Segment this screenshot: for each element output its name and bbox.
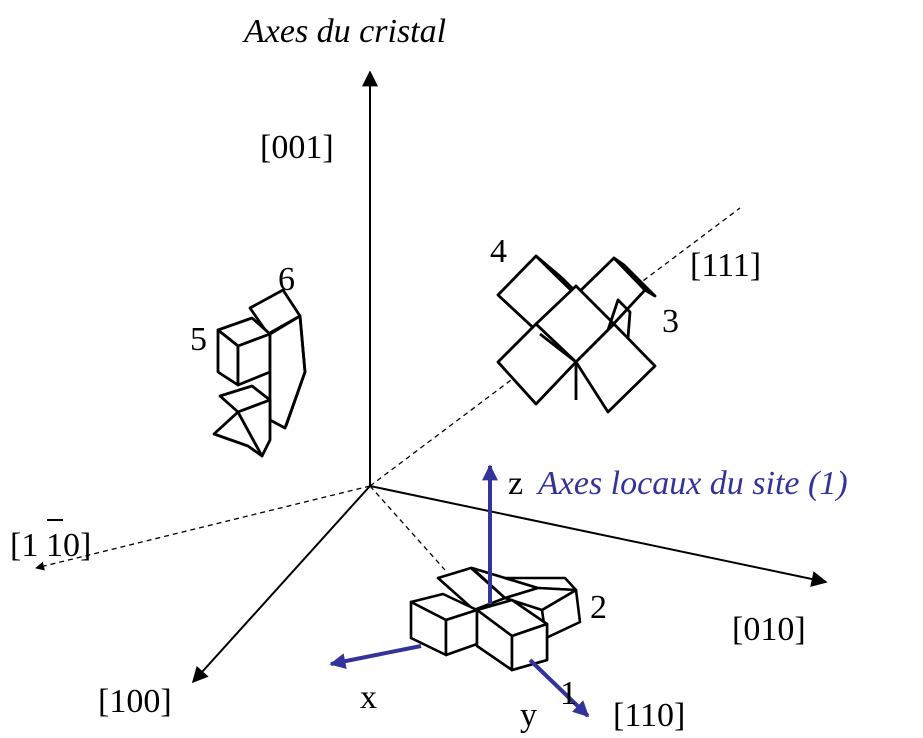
site-label-6: 6 [278,261,295,298]
axis-label-111: [111] [690,247,761,284]
site-1-cross [409,566,582,672]
diagram-title: Axes du cristal [242,13,446,50]
local-axes [329,464,590,718]
local-axis-label-x: x [360,679,377,716]
local-axis-label-z: z [508,465,523,502]
axis-1m10 [35,485,371,571]
local-axis-label-y: y [520,697,537,733]
dashed-axes [35,207,741,571]
site-5-cross [212,288,307,458]
site-label-5: 5 [190,321,207,358]
axis-label-110: [110] [613,697,685,733]
site-label-4: 4 [490,233,507,270]
local-y-axis [528,658,590,718]
local-x-axis [329,644,422,670]
axis-110-dashed [369,485,446,571]
axis-label-1m10-bar-digit: 1 [46,527,63,564]
axis-100 [191,485,371,684]
site-label-1: 1 [560,675,577,712]
axis-label-1m10: [1 1 0] [10,519,91,564]
axis-label-001: [001] [260,129,334,166]
axis-label-010: [010] [732,611,806,648]
axis-label-1m10-suffix: 0] [63,527,91,564]
axis-label-100: [100] [98,683,172,720]
local-axes-title: Axes locaux du site (1) [536,465,848,502]
crystal-axes [191,70,828,684]
site-label-2: 2 [590,589,607,626]
axis-010 [369,485,828,587]
axis-label-1m10-prefix: [1 [10,527,38,564]
site-3-cross [496,254,657,414]
site-label-3: 3 [662,303,679,340]
